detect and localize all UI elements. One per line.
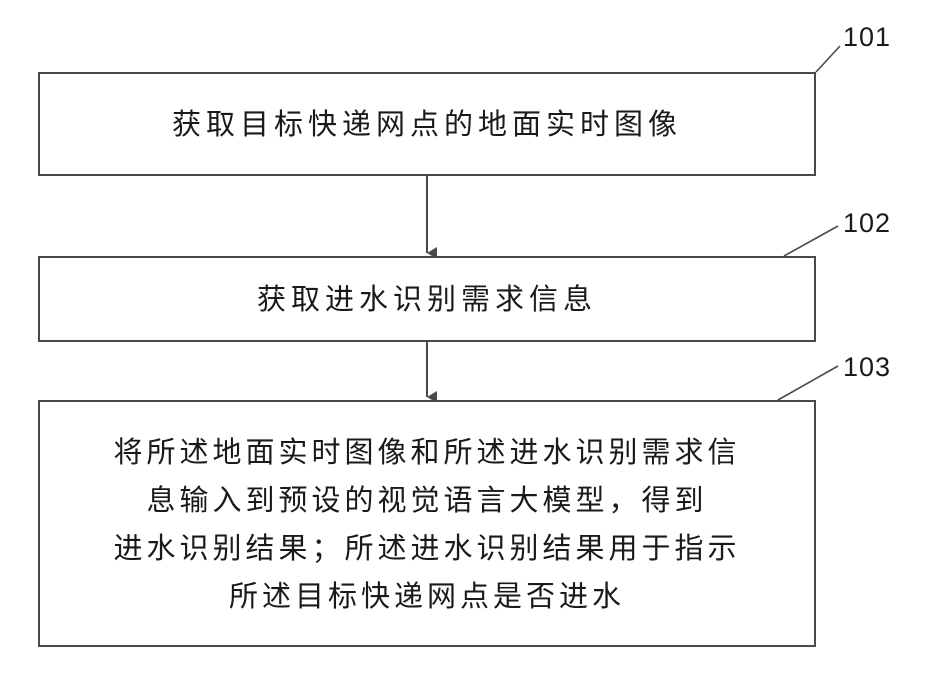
step-text-103-line-1: 将所述地面实时图像和所述进水识别需求信 (113, 428, 740, 476)
step-text-103-line-2: 息输入到预设的视觉语言大模型，得到 (146, 476, 707, 524)
step-label-101: 101 (843, 22, 891, 53)
step-text-102: 获取进水识别需求信息 (257, 276, 597, 322)
step-box-102: 获取进水识别需求信息 (38, 256, 816, 342)
leader-line-102 (784, 226, 838, 256)
step-box-101: 获取目标快递网点的地面实时图像 (38, 72, 816, 176)
leader-line-103 (778, 366, 838, 400)
step-text-103-line-3: 进水识别结果；所述进水识别结果用于指示 (113, 524, 740, 572)
step-text-103-line-4: 所述目标快递网点是否进水 (229, 572, 625, 620)
step-text-103: 将所述地面实时图像和所述进水识别需求信 息输入到预设的视觉语言大模型，得到 进水… (113, 428, 740, 620)
step-label-102: 102 (843, 208, 891, 239)
leader-line-101 (816, 46, 840, 72)
step-box-103: 将所述地面实时图像和所述进水识别需求信 息输入到预设的视觉语言大模型，得到 进水… (38, 400, 816, 647)
step-text-101: 获取目标快递网点的地面实时图像 (172, 101, 682, 147)
step-label-103: 103 (843, 352, 891, 383)
